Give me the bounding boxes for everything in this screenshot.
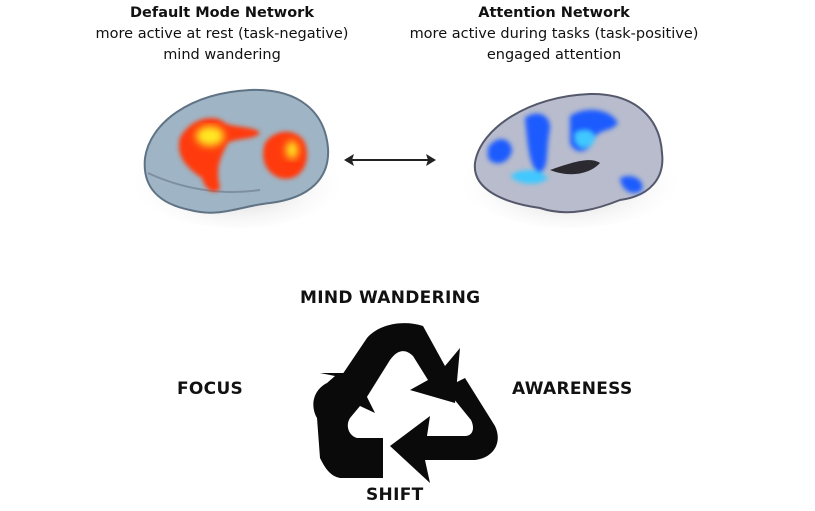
attention-activation-frontal bbox=[488, 139, 512, 164]
attention-caption: Attention Network more active during tas… bbox=[394, 3, 714, 66]
default-mode-caption: Default Mode Network more active at rest… bbox=[62, 3, 382, 66]
attention-title: Attention Network bbox=[478, 5, 630, 21]
cycle-label-focus: FOCUS bbox=[177, 379, 244, 399]
attention-line2: engaged attention bbox=[486, 47, 622, 63]
default-mode-line2: mind wandering bbox=[163, 47, 281, 63]
cycle-label-awareness: AWARENESS bbox=[512, 379, 633, 399]
default-mode-line1: more active at rest (task-negative) bbox=[95, 26, 349, 42]
default-mode-brain-image bbox=[128, 88, 348, 228]
recycle-icon bbox=[313, 323, 498, 483]
attention-brain-image bbox=[455, 92, 685, 228]
double-headed-arrow-icon bbox=[344, 154, 436, 166]
attention-line1: more active during tasks (task-positive) bbox=[409, 26, 699, 42]
default-mode-title: Default Mode Network bbox=[130, 5, 314, 21]
cycle-label-mind-wandering: MIND WANDERING bbox=[300, 288, 481, 308]
cycle-label-shift: SHIFT bbox=[366, 485, 424, 505]
